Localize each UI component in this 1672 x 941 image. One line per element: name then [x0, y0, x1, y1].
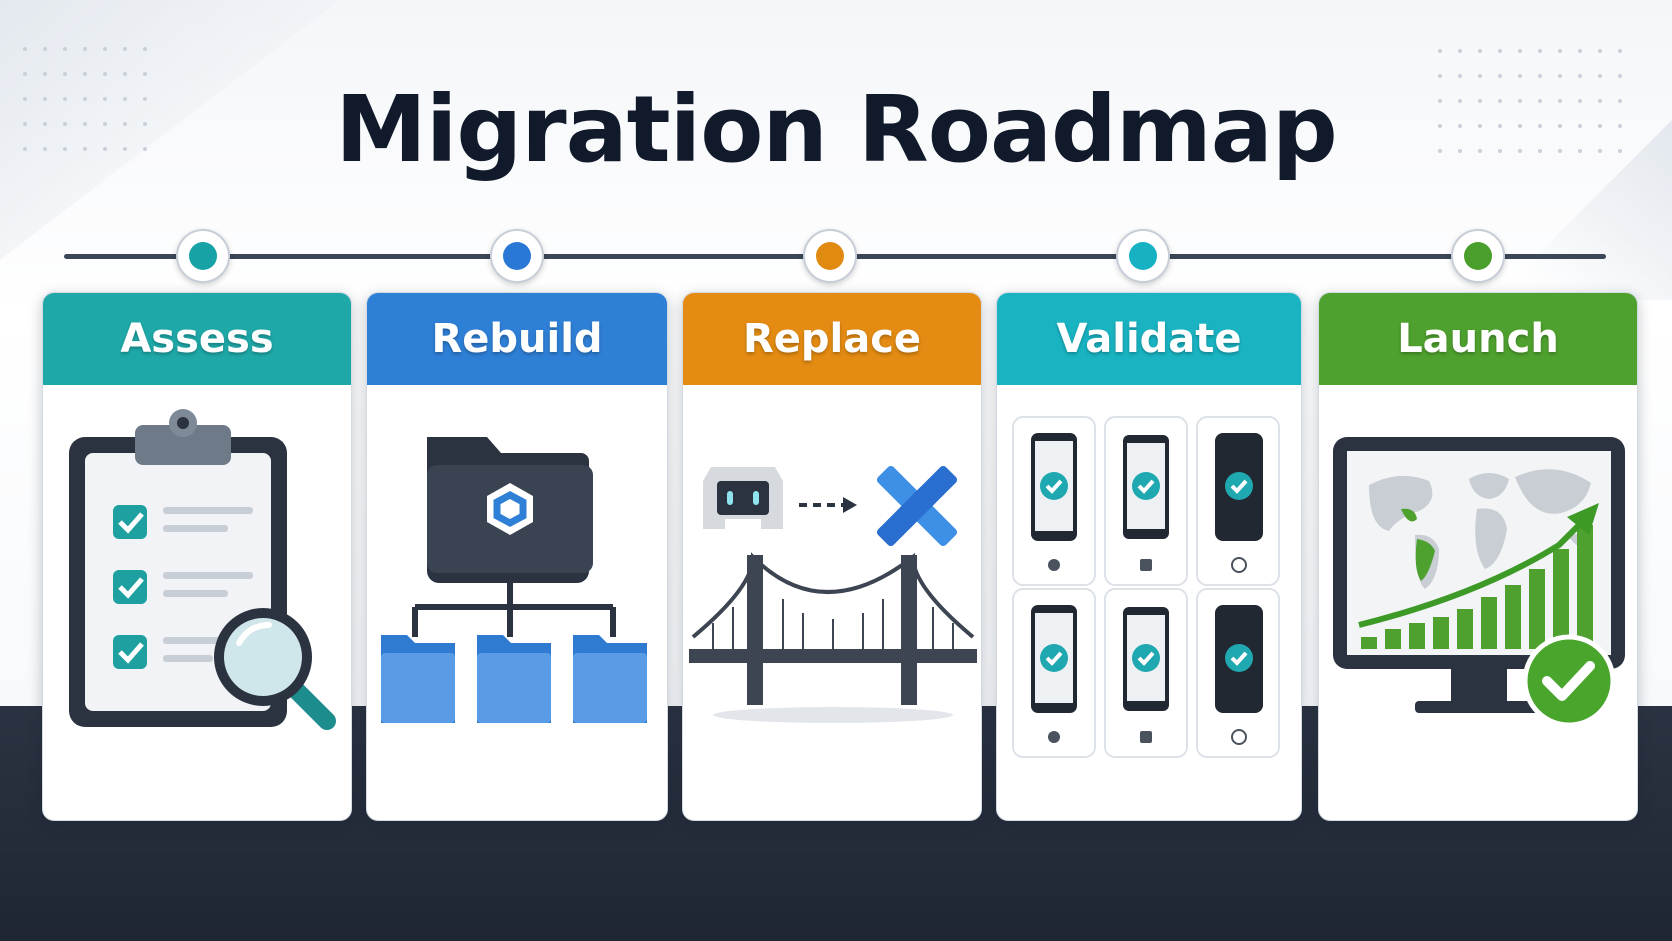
stage-label: Validate [1056, 316, 1242, 362]
timeline-node-replace [803, 229, 857, 283]
stage-header-validate: Validate [997, 293, 1301, 385]
dot-pattern-right [1438, 49, 1622, 153]
stage-body-validate [997, 385, 1301, 820]
monitor-growth-check-icon [1333, 437, 1625, 728]
stage-label: Assess [120, 316, 274, 362]
devices-check-grid-icon [1012, 416, 1280, 758]
timeline-node-dot [1464, 242, 1492, 270]
timeline-node-assess [176, 229, 230, 283]
stage-card-replace: Replace [682, 292, 982, 821]
stage-header-rebuild: Rebuild [367, 293, 667, 385]
timeline-node-dot [816, 242, 844, 270]
page-title: Migration Roadmap [335, 76, 1337, 183]
stage-label: Rebuild [431, 316, 603, 362]
folder-hierarchy-icon [381, 437, 647, 723]
stage-card-rebuild: Rebuild [366, 292, 668, 821]
stage-header-launch: Launch [1319, 293, 1637, 385]
timeline-node-validate [1116, 229, 1170, 283]
stage-header-replace: Replace [683, 293, 981, 385]
timeline-node-launch [1451, 229, 1505, 283]
timeline-node-dot [189, 242, 217, 270]
stage-header-assess: Assess [43, 293, 351, 385]
timeline-node-dot [1129, 242, 1157, 270]
stage-label: Launch [1397, 316, 1559, 362]
bridge-replace-icon [689, 465, 977, 723]
timeline-node-dot [503, 242, 531, 270]
stage-body-replace [683, 385, 981, 820]
stage-label: Replace [742, 316, 922, 362]
stage-card-launch: Launch [1318, 292, 1638, 821]
stage-card-validate: Validate [996, 292, 1302, 821]
stage-card-assess: Assess [42, 292, 352, 821]
dot-pattern-left [23, 47, 147, 151]
stage-body-rebuild [367, 385, 667, 820]
clipboard-checklist-magnifier-icon [69, 409, 336, 730]
stage-body-assess [43, 385, 351, 820]
timeline-node-rebuild [490, 229, 544, 283]
stage-body-launch [1319, 385, 1637, 820]
